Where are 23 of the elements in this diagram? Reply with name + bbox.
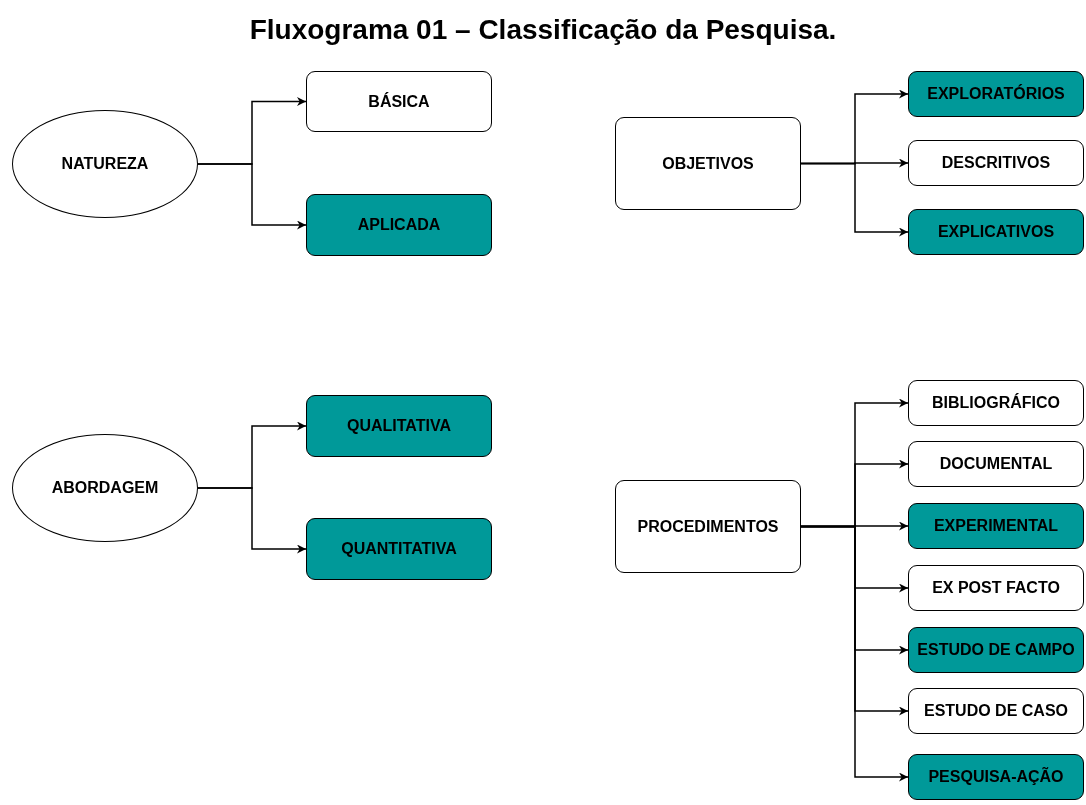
process-box: EXPLICATIVOS	[908, 209, 1084, 255]
process-box: QUALITATIVA	[306, 395, 492, 457]
process-box: BIBLIOGRÁFICO	[908, 380, 1084, 426]
process-box: PROCEDIMENTOS	[615, 480, 801, 573]
arrow	[197, 163, 307, 230]
process-box: QUANTITATIVA	[306, 518, 492, 580]
process-box: EX POST FACTO	[908, 565, 1084, 611]
ellipse-node: ABORDAGEM	[12, 434, 198, 542]
arrow	[197, 487, 307, 554]
process-box: BÁSICA	[306, 71, 492, 132]
process-box: DOCUMENTAL	[908, 441, 1084, 487]
diagram-title: Fluxograma 01 – Classificação da Pesquisa.	[249, 14, 837, 46]
process-box: PESQUISA-AÇÃO	[908, 754, 1084, 800]
arrow	[800, 525, 909, 782]
ellipse-node: NATUREZA	[12, 110, 198, 218]
process-box: ESTUDO DE CASO	[908, 688, 1084, 734]
process-box: OBJETIVOS	[615, 117, 801, 210]
process-box: APLICADA	[306, 194, 492, 256]
process-box: EXPERIMENTAL	[908, 503, 1084, 549]
process-box: DESCRITIVOS	[908, 140, 1084, 186]
arrow	[800, 162, 909, 237]
process-box: EXPLORATÓRIOS	[908, 71, 1084, 117]
process-box: ESTUDO DE CAMPO	[908, 627, 1084, 673]
